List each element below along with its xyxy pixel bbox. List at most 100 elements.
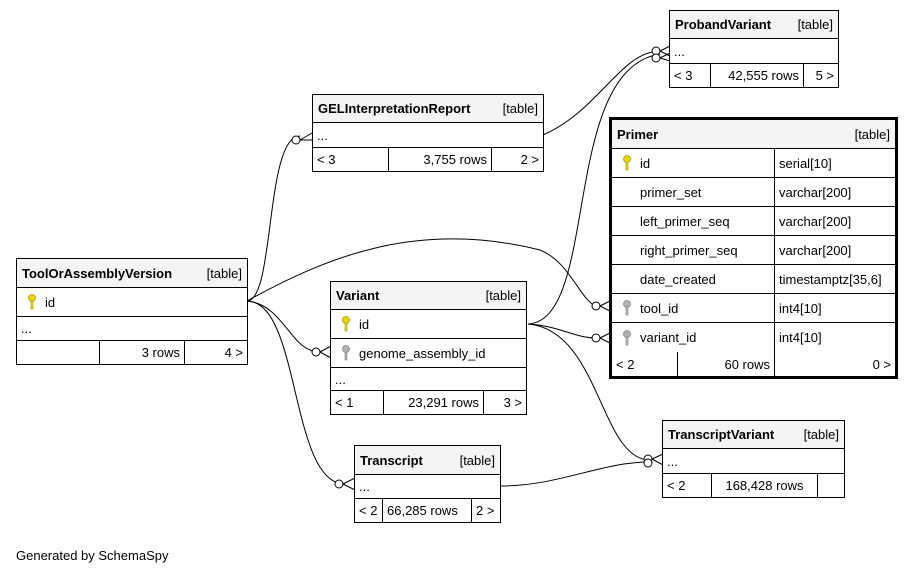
column-type: int4[10] — [779, 330, 822, 345]
foreign-key-icon — [618, 329, 636, 346]
table-header: TranscriptVariant [table] — [663, 421, 844, 449]
ellipsis-row: ... — [670, 39, 838, 64]
column-type: serial[10] — [779, 155, 832, 171]
stats-row: < 3 42,555 rows 5 > — [670, 64, 838, 87]
stats-row: < 1 23,291 rows 3 > — [331, 391, 526, 414]
table-name: TranscriptVariant — [668, 427, 775, 442]
row-count: 3,755 rows — [389, 148, 492, 171]
row-count: 66,285 rows — [383, 499, 472, 522]
foreign-key-icon — [618, 300, 636, 316]
children-count — [818, 474, 844, 497]
ellipsis-row: ... — [355, 475, 500, 499]
stats-row: < 3 3,755 rows 2 > — [313, 148, 543, 171]
column-name: id — [640, 155, 651, 171]
table-header: Variant [table] — [331, 282, 526, 310]
table-header: Transcript [table] — [355, 446, 500, 475]
column-name: genome_assembly_id — [359, 345, 486, 361]
column-type: timestamptz[35,6] — [779, 271, 882, 287]
table-tool-or-assembly-version[interactable]: ToolOrAssemblyVersion [table] id ... 3 r… — [16, 258, 248, 365]
row-count: 60 rows — [678, 352, 775, 376]
primary-key-icon — [23, 294, 41, 310]
table-name: ProbandVariant — [675, 17, 772, 32]
table-kind: [table] — [854, 126, 890, 142]
table-gel-interpretation-report[interactable]: GELInterpretationReport [table] ... < 3 … — [312, 94, 544, 172]
column-name: right_primer_seq — [640, 242, 738, 258]
column-row: left_primer_seq varchar[200] — [612, 207, 895, 236]
table-kind: [table] — [502, 101, 538, 116]
parents-count[interactable]: < 2 — [612, 352, 678, 376]
parents-count[interactable]: < 1 — [331, 391, 384, 414]
column-row: tool_id int4[10] — [612, 294, 895, 323]
ellipsis: ... — [359, 479, 370, 494]
row-count: 23,291 rows — [384, 391, 484, 414]
row-count: 42,555 rows — [711, 64, 804, 87]
parents-count[interactable]: < 2 — [355, 499, 383, 522]
table-header: ProbandVariant [table] — [670, 11, 838, 39]
generated-by-footer: Generated by SchemaSpy — [16, 548, 169, 563]
column-row: id serial[10] — [612, 149, 895, 178]
primary-key-icon — [618, 155, 636, 171]
table-name: Transcript — [360, 452, 423, 468]
children-count: 0 > — [872, 356, 891, 372]
row-count: 168,428 rows — [712, 474, 818, 497]
column-row: primer_set varchar[200] — [612, 178, 895, 207]
table-name: ToolOrAssemblyVersion — [22, 265, 173, 281]
stats-row: < 2 168,428 rows — [663, 474, 844, 497]
stats-row: 3 rows 4 > — [17, 341, 247, 364]
row-count: 3 rows — [100, 341, 185, 364]
ellipsis: ... — [674, 43, 685, 59]
column-name: date_created — [640, 271, 716, 287]
table-kind: [table] — [797, 17, 833, 32]
ellipsis-row: ... — [663, 449, 844, 474]
children-count[interactable]: 3 > — [503, 395, 522, 410]
column-row-genome-assembly-id: genome_assembly_id — [331, 339, 526, 368]
column-type: int4[10] — [779, 300, 822, 316]
ellipsis: ... — [21, 321, 32, 336]
table-transcript-variant[interactable]: TranscriptVariant [table] ... < 2 168,42… — [662, 420, 845, 498]
foreign-key-icon — [337, 345, 355, 361]
table-variant[interactable]: Variant [table] id genome_assembly_id ..… — [330, 281, 527, 415]
column-row-id: id — [331, 310, 526, 339]
table-name: Variant — [336, 288, 380, 303]
children-count[interactable]: 4 > — [224, 345, 243, 360]
table-proband-variant[interactable]: ProbandVariant [table] ... < 3 42,555 ro… — [669, 10, 839, 88]
column-name: tool_id — [640, 300, 679, 316]
table-kind: [table] — [803, 427, 839, 442]
ellipsis: ... — [667, 453, 678, 469]
table-header: GELInterpretationReport [table] — [313, 95, 543, 123]
column-type: varchar[200] — [779, 242, 852, 258]
table-transcript[interactable]: Transcript [table] ... < 2 66,285 rows 2… — [354, 445, 501, 523]
column-type: varchar[200] — [779, 213, 852, 229]
table-name: GELInterpretationReport — [318, 101, 471, 116]
ellipsis-row: ... — [17, 317, 247, 341]
column-name: variant_id — [640, 330, 697, 345]
stats-row: < 2 66,285 rows 2 > — [355, 499, 500, 522]
table-name: Primer — [617, 126, 659, 142]
column-row: variant_id int4[10] — [612, 323, 895, 352]
table-kind: [table] — [459, 452, 495, 468]
table-kind: [table] — [485, 288, 521, 303]
ellipsis-row: ... — [331, 368, 526, 391]
table-header: ToolOrAssemblyVersion [table] — [17, 259, 247, 288]
parents-count[interactable]: < 3 — [313, 148, 389, 171]
ellipsis-row: ... — [313, 123, 543, 148]
ellipsis: ... — [335, 371, 346, 387]
children-count[interactable]: 2 > — [476, 503, 495, 518]
column-row: right_primer_seq varchar[200] — [612, 236, 895, 265]
column-name: left_primer_seq — [640, 213, 730, 229]
stats-row: < 2 60 rows 0 > — [612, 352, 895, 376]
parents-count[interactable]: < 3 — [670, 64, 711, 87]
column-name: id — [45, 294, 56, 310]
table-header: Primer [table] — [612, 120, 895, 149]
children-count[interactable]: 2 > — [520, 152, 539, 167]
table-kind: [table] — [206, 265, 242, 281]
parents-count[interactable]: < 2 — [663, 474, 712, 497]
children-count[interactable]: 5 > — [815, 68, 834, 83]
column-row-id: id — [17, 288, 247, 317]
column-name: primer_set — [640, 184, 702, 200]
column-name: id — [359, 316, 370, 332]
primary-key-icon — [337, 316, 355, 332]
column-type: varchar[200] — [779, 184, 852, 200]
column-row: date_created timestamptz[35,6] — [612, 265, 895, 294]
